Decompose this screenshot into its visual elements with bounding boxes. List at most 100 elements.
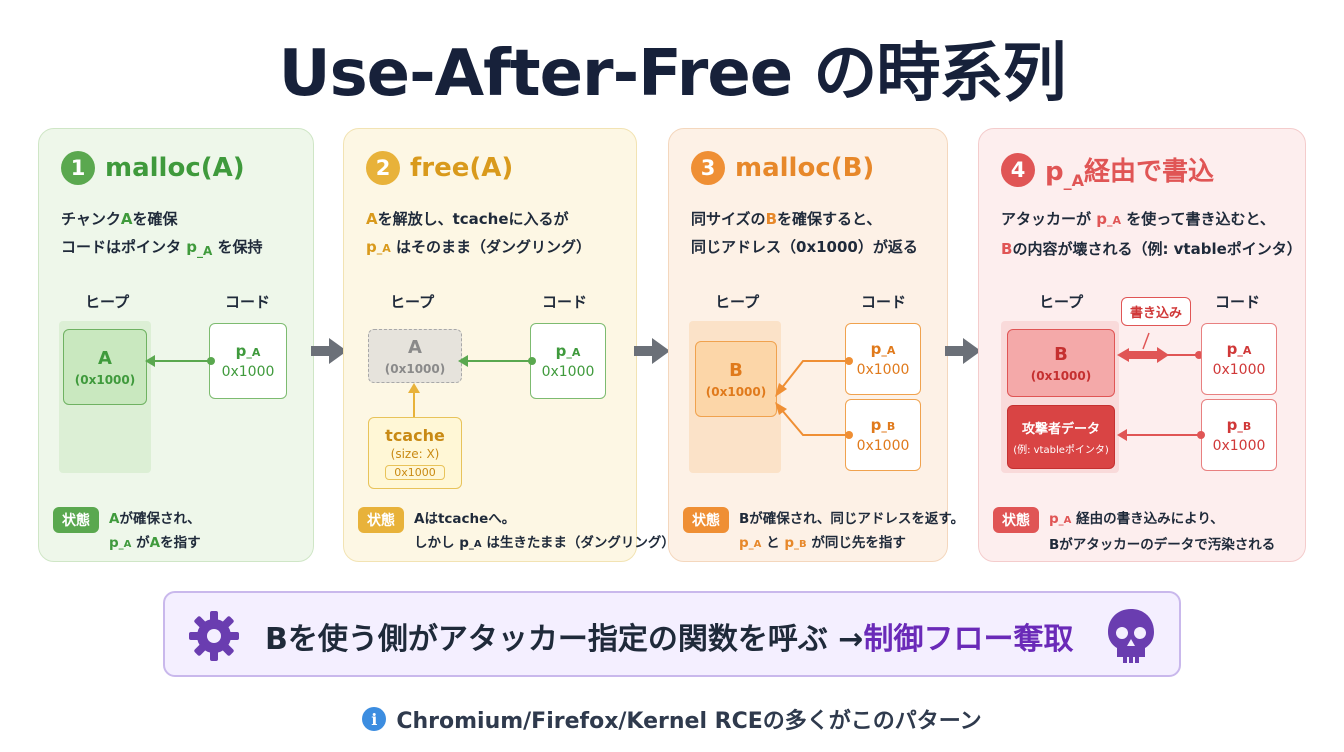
pointer-arrows <box>775 357 853 439</box>
step2-desc-text: を解放し、tcacheに入るが <box>377 210 569 228</box>
step4-desc-text: を使って書き込むと、 <box>1121 210 1275 228</box>
chunk-address: (0x1000) <box>384 361 446 376</box>
step4-desc-highlight: B <box>1001 240 1013 258</box>
pointer-arrow <box>145 355 215 367</box>
step4-state-text: p_A 経由の書き込みにより、 Bがアタッカーのデータで汚染される <box>1049 507 1275 557</box>
step2-panel: 2 free(A) Aを解放し、tcacheに入るが p_A はそのまま（ダング… <box>343 128 675 562</box>
tcache-box: tcache (size: X) 0x1000 <box>368 417 462 489</box>
step4-number-badge: 4 <box>1001 152 1035 187</box>
step1-panel: 1 malloc(A) チャンクAを確保 コードはポインタ p_A を保持 ヒー… <box>38 128 314 562</box>
pointer-name: p <box>555 342 567 360</box>
step2-title: 2 free(A) <box>366 151 513 185</box>
state-pointer: p <box>109 535 119 551</box>
pointer-subscript: _A <box>1237 344 1252 357</box>
step2-state: 状態 Aはtcacheへ。 しかし p_A は生きたまま（ダングリング） <box>358 507 675 557</box>
pointer-pb-box: p_B 0x1000 <box>845 399 921 471</box>
chunk-name: A <box>408 336 422 358</box>
write-label-tag: 書き込み <box>1121 297 1192 326</box>
pointer-name: p <box>870 340 882 358</box>
step3-state: 状態 Bが確保され、同じアドレスを返す。 p_A と p_B が同じ先を指す <box>683 507 964 557</box>
chunk-address: (0x1000) <box>1030 368 1092 383</box>
step4-title-pointer: p <box>1045 157 1064 187</box>
pointer-name: p <box>235 342 247 360</box>
pointer-subscript: _A <box>881 344 896 357</box>
state-badge: 状態 <box>683 507 729 533</box>
banner-main-text: Bを使う側がアタッカー指定の関数を呼ぶ → <box>265 622 864 657</box>
step3-panel: 3 malloc(B) 同サイズのBを確保すると、 同じアドレス（0x1000）… <box>668 128 964 562</box>
step2-desc-pointer-sub: _A <box>376 242 391 255</box>
chunk-name: A <box>98 347 112 369</box>
state-pointer-sub: _A <box>468 539 482 550</box>
step2-number-badge: 2 <box>366 151 400 185</box>
attacker-data-box: 攻撃者データ (例: vtableポインタ) <box>1007 405 1115 469</box>
step3-desc-highlight: B <box>765 210 777 228</box>
freed-chunk-a-box: A (0x1000) <box>368 329 462 383</box>
state-pointer: p <box>784 535 794 551</box>
step-arrow-icon <box>311 338 347 364</box>
step4-description: アタッカーが p_A を使って書き込むと、 Bの内容が壊される（例: vtabl… <box>1001 205 1302 263</box>
code-label: コード <box>861 293 907 311</box>
step2-desc-text: はそのまま（ダングリング） <box>390 238 591 256</box>
pointer-pa-box: p_A 0x1000 <box>209 323 287 399</box>
step1-desc-text: チャンク <box>61 210 121 228</box>
pointer-pb-box: p_B 0x1000 <box>1201 399 1277 471</box>
step3-number-badge: 3 <box>691 151 725 185</box>
step4-state: 状態 p_A 経由の書き込みにより、 Bがアタッカーのデータで汚染される <box>993 507 1275 557</box>
tcache-link-arrow <box>408 383 420 419</box>
step3-desc-text: 同サイズの <box>691 210 766 228</box>
step3-desc-text: 同じアドレス（0x1000）が返る <box>691 238 918 256</box>
conclusion-banner: Bを使う側がアタッカー指定の関数を呼ぶ → 制御フロー奪取 <box>163 591 1181 677</box>
code-label: コード <box>1215 293 1261 311</box>
step3-description: 同サイズのBを確保すると、 同じアドレス（0x1000）が返る <box>691 205 918 261</box>
step1-desc-text: コードはポインタ <box>61 238 187 256</box>
code-label: コード <box>542 293 588 311</box>
step2-description: Aを解放し、tcacheに入るが p_A はそのまま（ダングリング） <box>366 205 591 263</box>
pointer-subscript: _B <box>881 420 896 433</box>
step1-description: チャンクAを確保 コードはポインタ p_A を保持 <box>61 205 263 262</box>
state-text: Bがアタッカーのデータで汚染される <box>1049 537 1276 553</box>
state-text: が同じ先を指す <box>806 535 906 551</box>
heap-label: ヒープ <box>85 293 130 311</box>
state-badge: 状態 <box>53 507 99 533</box>
pointer-address: 0x1000 <box>221 364 275 380</box>
state-text: Bが確保され、同じアドレスを返す。 <box>739 511 965 527</box>
write-arrow <box>1117 332 1203 363</box>
pointer-name: p <box>1226 416 1238 434</box>
corrupted-chunk-b-box: B (0x1000) <box>1007 329 1115 397</box>
step2-state-text: Aはtcacheへ。 しかし p_A は生きたまま（ダングリング） <box>414 507 675 557</box>
state-badge: 状態 <box>993 507 1039 533</box>
step4-desc-pointer: p <box>1096 210 1107 228</box>
step4-title-text: 経由で書込 <box>1084 157 1215 187</box>
step2-desc-highlight: A <box>366 210 378 228</box>
page-title: Use-After-Free の時系列 <box>278 37 1067 111</box>
pointer-address: 0x1000 <box>856 362 910 378</box>
info-icon: i <box>362 707 387 731</box>
state-pointer-sub: _B <box>794 539 807 550</box>
heap-label: ヒープ <box>715 293 760 311</box>
state-text: が <box>131 535 150 551</box>
code-label: コード <box>225 293 271 311</box>
pointer-address: 0x1000 <box>541 364 595 380</box>
chunk-b-box: B (0x1000) <box>695 341 777 417</box>
step3-desc-text: を確保すると、 <box>777 210 882 228</box>
step4-panel: 4 p_A経由で書込 アタッカーが p_A を使って書き込むと、 Bの内容が壊さ… <box>978 128 1306 562</box>
state-pointer-sub: _A <box>118 539 132 550</box>
step1-state: 状態 Aが確保され、 p_A がAを指す <box>53 507 201 557</box>
step4-title: 4 p_A経由で書込 <box>1001 151 1215 190</box>
pointer-subscript: _A <box>566 346 581 359</box>
state-highlight: A <box>149 535 161 551</box>
step4-desc-pointer-sub: _A <box>1106 214 1121 227</box>
chunk-address: (0x1000) <box>74 372 136 387</box>
attacker-data-label: 攻撃者データ <box>1021 422 1100 437</box>
step1-desc-highlight: A <box>120 210 133 228</box>
pointer-pa-box: p_A 0x1000 <box>530 323 606 399</box>
state-text: は生きたまま（ダングリング） <box>481 535 675 551</box>
state-text: しかし p <box>414 535 469 551</box>
tcache-name: tcache <box>385 426 445 445</box>
state-pointer: p <box>739 535 749 551</box>
step1-title-text: malloc(A) <box>105 153 245 183</box>
banner-highlight: 制御フロー奪取 <box>863 622 1074 657</box>
pointer-address: 0x1000 <box>856 438 910 454</box>
state-text: を指す <box>160 535 201 551</box>
pb-pointer-arrow <box>1117 429 1205 441</box>
